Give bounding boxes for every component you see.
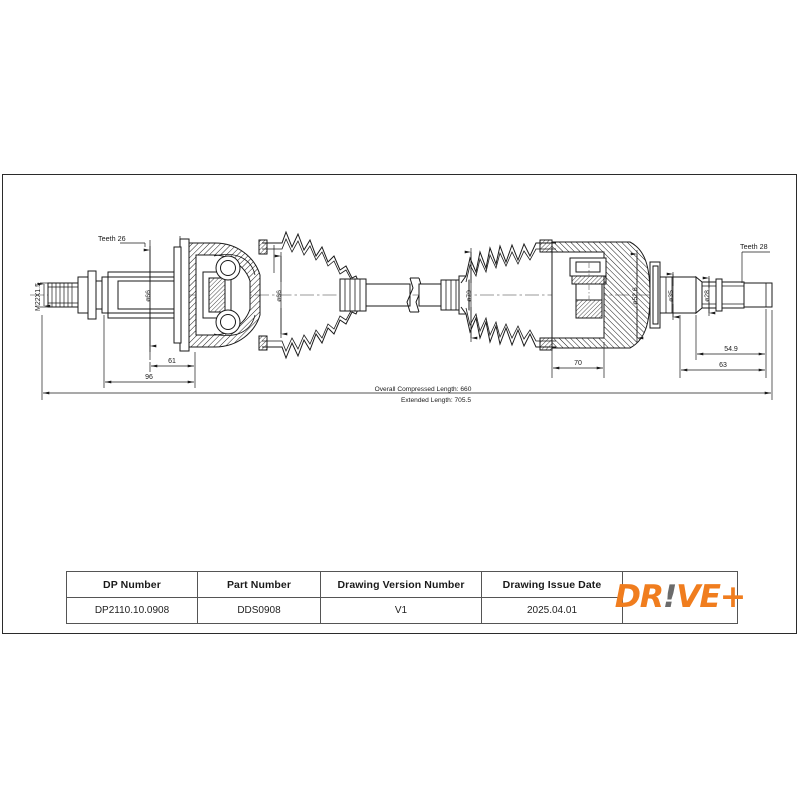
value-part-number: DDS0908 xyxy=(197,597,321,624)
brand-logo-part1: DR xyxy=(614,579,664,615)
title-block-table: DP Number Part Number Drawing Version Nu… xyxy=(66,571,746,624)
title-block-value-row: DP2110.10.0908 DDS0908 V1 2025.04.01 xyxy=(66,597,738,624)
value-dp-number: DP2110.10.0908 xyxy=(66,597,198,624)
title-block-header-row: DP Number Part Number Drawing Version Nu… xyxy=(66,571,746,624)
brand-logo-part2: VE+ xyxy=(676,579,746,615)
drawing-frame xyxy=(2,174,797,634)
header-dp-number: DP Number xyxy=(66,571,198,598)
header-part-number: Part Number xyxy=(197,571,321,598)
value-drawing-issue-date: 2025.04.01 xyxy=(481,597,623,624)
brand-logo-text: DR!VE+ xyxy=(614,579,746,615)
header-drawing-version-number: Drawing Version Number xyxy=(320,571,482,598)
value-drawing-version-number: V1 xyxy=(320,597,482,624)
header-drawing-issue-date: Drawing Issue Date xyxy=(481,571,623,598)
brand-logo: DR!VE+ xyxy=(615,572,746,623)
brand-logo-cell: DR!VE+ xyxy=(615,571,746,624)
brand-logo-exclamation-icon: ! xyxy=(663,579,677,615)
